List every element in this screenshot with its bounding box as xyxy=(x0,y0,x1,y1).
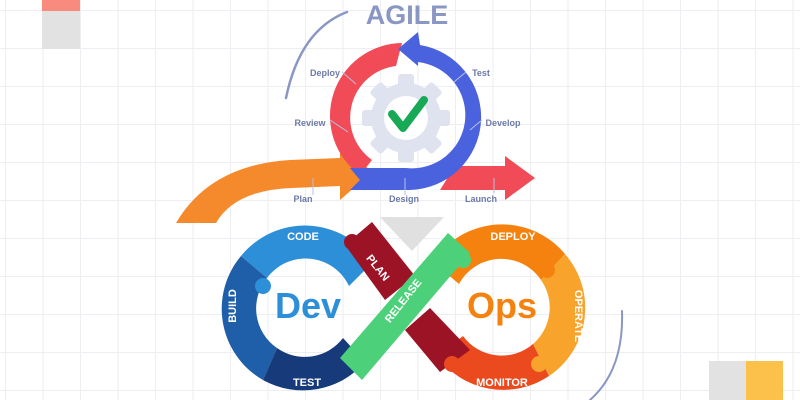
decor-square-grey-bottom xyxy=(709,361,746,400)
plan-arrow-icon xyxy=(176,143,372,223)
dev-loop xyxy=(221,225,373,391)
agile-ring-blue xyxy=(350,32,482,190)
step-review: Review xyxy=(294,118,326,128)
segment-code xyxy=(241,225,373,286)
decor-arc-bottom xyxy=(589,310,624,400)
segment-operate xyxy=(533,254,586,376)
step-design: Design xyxy=(389,194,419,204)
ops-label: Ops xyxy=(467,285,537,326)
step-deploy: Deploy xyxy=(310,68,340,78)
label-code: CODE xyxy=(287,231,319,243)
step-launch: Launch xyxy=(465,194,497,204)
label-operate: OPERATE xyxy=(572,290,584,342)
segment-test xyxy=(263,338,365,391)
decor-square-yellow xyxy=(746,361,783,400)
segment-deploy xyxy=(433,224,565,284)
step-develop: Develop xyxy=(485,118,521,128)
agile-title: AGILE xyxy=(366,0,449,30)
step-plan: Plan xyxy=(293,194,312,204)
down-triangle-icon xyxy=(380,217,444,251)
label-monitor: MONITOR xyxy=(476,377,528,389)
agile-ring-red xyxy=(329,43,402,175)
launch-arrow-icon xyxy=(440,156,535,200)
decor-arc-top xyxy=(284,10,349,100)
decor-square-grey xyxy=(42,11,80,49)
label-test: TEST xyxy=(293,377,321,389)
segment-plan xyxy=(345,222,415,300)
label-deploy: DEPLOY xyxy=(490,231,536,243)
decor-square-red xyxy=(42,0,80,11)
label-build: BUILD xyxy=(227,289,239,323)
check-icon xyxy=(388,96,428,132)
step-test: Test xyxy=(472,68,490,78)
ops-loop xyxy=(433,224,586,390)
dev-label: Dev xyxy=(275,285,341,326)
segment-plan-lower xyxy=(405,308,470,372)
segment-release xyxy=(340,233,470,380)
